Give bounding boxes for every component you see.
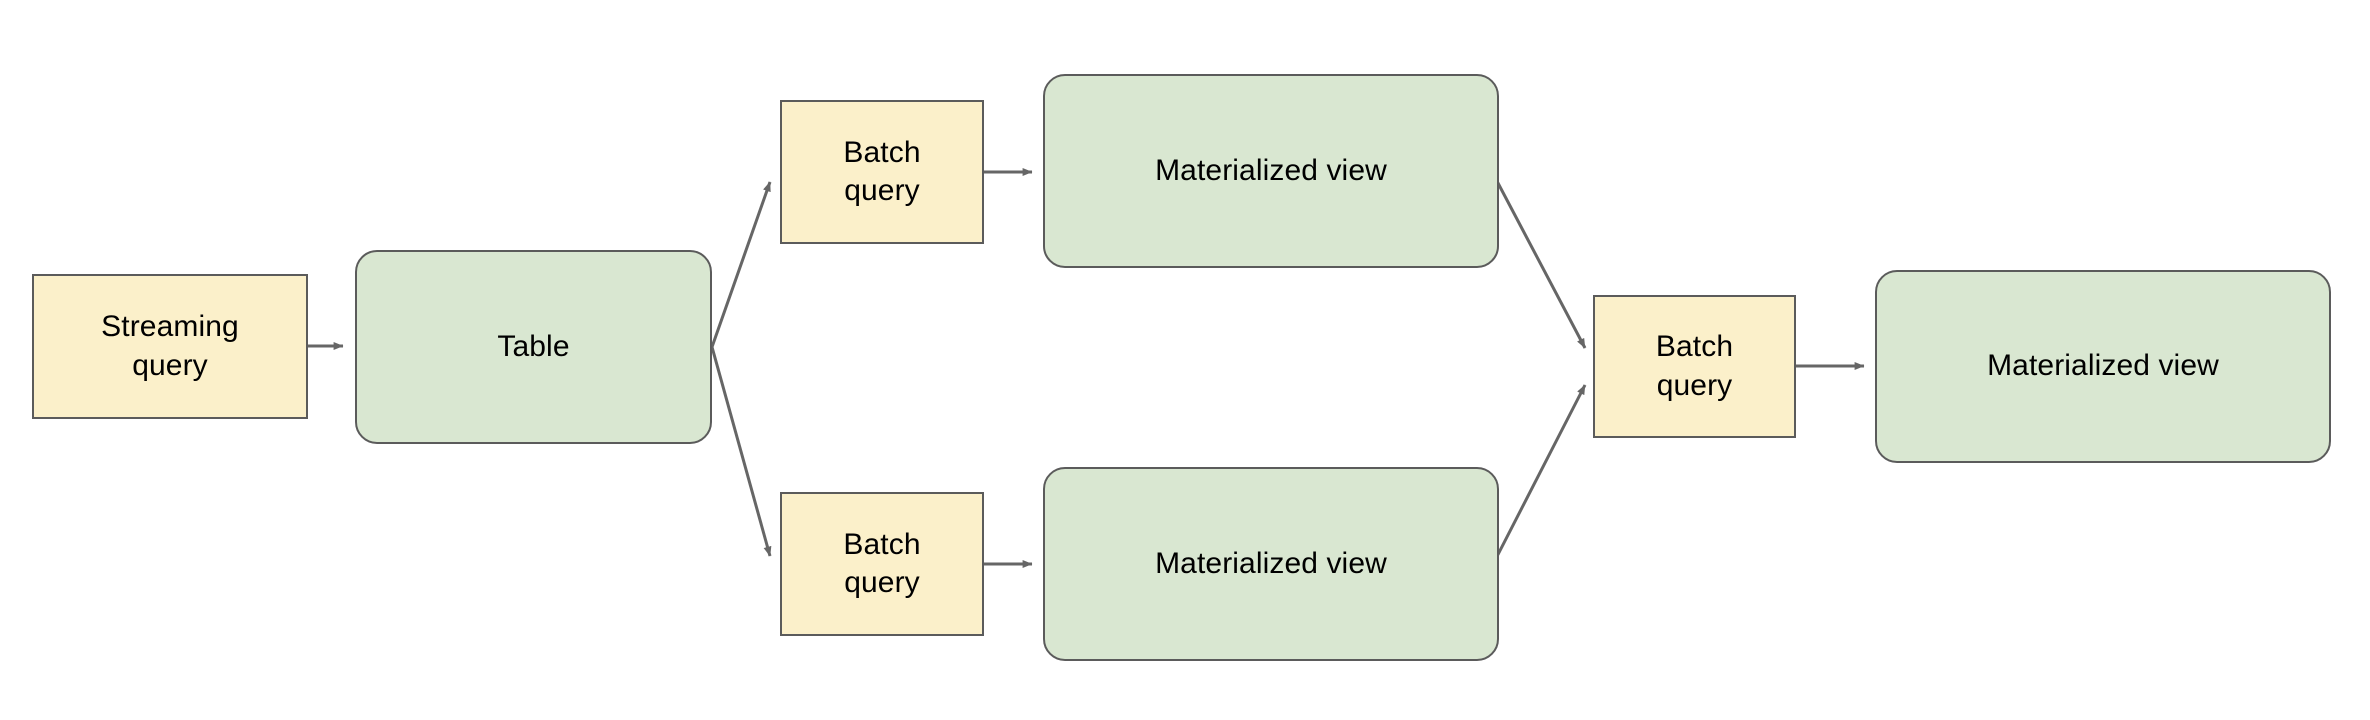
node-batch-query-bottom[interactable]: Batch query: [780, 492, 984, 636]
node-batch-query-top[interactable]: Batch query: [780, 100, 984, 244]
node-streaming-query[interactable]: Streaming query: [32, 274, 308, 419]
edge-mv-bottom-to-batch-join: [1487, 384, 1587, 573]
node-label: Batch query: [843, 135, 921, 207]
node-label: Table: [497, 329, 570, 363]
node-materialized-view-final[interactable]: Materialized view: [1875, 270, 2331, 463]
edge-table-to-batch-bottom: [710, 346, 772, 557]
node-label: Materialized view: [1155, 546, 1387, 580]
edge-mv-top-to-batch-join: [1487, 165, 1587, 349]
node-label: Materialized view: [1155, 153, 1387, 187]
node-label: Batch query: [1655, 330, 1734, 402]
node-batch-query-join[interactable]: Batch query: [1593, 295, 1796, 438]
node-label: Materialized view: [1987, 349, 2219, 383]
edge-table-to-batch-top: [710, 181, 772, 348]
node-materialized-view-bottom[interactable]: Materialized view: [1043, 467, 1499, 661]
node-label: Batch query: [843, 527, 921, 599]
node-materialized-view-top[interactable]: Materialized view: [1043, 74, 1499, 268]
node-table[interactable]: Table: [355, 250, 712, 444]
node-label: Streaming query: [101, 310, 239, 382]
